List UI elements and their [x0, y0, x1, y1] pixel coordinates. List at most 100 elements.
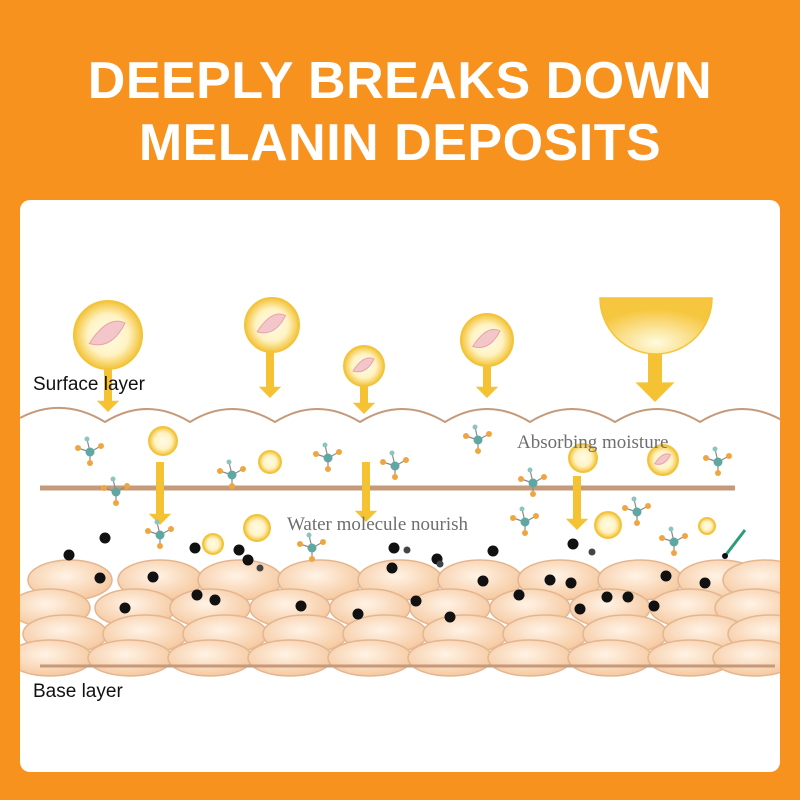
atom	[527, 467, 533, 473]
melanin-particle	[388, 542, 400, 554]
probe-line	[723, 529, 747, 557]
capsule-inner	[352, 357, 375, 373]
capsule-ring	[698, 517, 716, 535]
atom	[75, 445, 81, 451]
vitamin-capsule	[698, 517, 716, 535]
atom-center	[473, 435, 483, 445]
vitamin-capsule	[460, 313, 514, 367]
skin-cell	[167, 639, 253, 677]
down-arrow	[148, 462, 172, 525]
arrow-shaft	[156, 462, 164, 516]
vitamin-capsule	[148, 426, 178, 456]
atom	[124, 483, 130, 489]
melanin-particle	[410, 595, 422, 607]
melanin-particle	[574, 603, 586, 615]
atom	[389, 450, 395, 456]
melanin-fragment	[403, 546, 411, 554]
atom	[668, 526, 674, 532]
water-molecule	[463, 424, 492, 454]
down-arrow	[354, 462, 378, 522]
atom	[403, 457, 409, 463]
atom-center	[632, 507, 642, 517]
base-layer-label: Base layer	[33, 681, 123, 702]
atom	[645, 503, 651, 509]
arrow-head	[635, 382, 675, 402]
atom	[154, 519, 160, 525]
atom	[726, 453, 732, 459]
water-molecule	[297, 532, 326, 562]
headline: DEEPLY BREAKS DOWN MELANIN DEPOSITS	[0, 50, 800, 174]
atom	[320, 539, 326, 545]
atom	[486, 431, 492, 437]
melanin-particle	[699, 577, 711, 589]
melanin-particle	[233, 544, 245, 556]
atom	[472, 424, 478, 430]
water-molecule	[217, 459, 246, 489]
vitamin-capsule	[73, 300, 143, 370]
atom	[631, 496, 637, 502]
down-arrow	[475, 365, 499, 398]
water-molecule	[622, 496, 651, 526]
atom-center	[111, 487, 121, 497]
skin-cell	[87, 639, 173, 677]
melanin-particle	[63, 549, 75, 561]
vitamin-capsule	[258, 450, 282, 474]
water-molecule	[145, 519, 174, 549]
atom	[530, 491, 536, 497]
water-molecule	[659, 526, 688, 556]
atom-center	[227, 470, 237, 480]
vitamin-capsule	[568, 443, 598, 473]
atom	[533, 513, 539, 519]
melanin-particle	[99, 532, 111, 544]
arrow-head	[354, 510, 378, 522]
water-molecule	[703, 446, 732, 476]
melanin-fragment	[256, 564, 264, 572]
atom	[622, 505, 628, 511]
atom	[297, 541, 303, 547]
atom-center	[528, 478, 538, 488]
capsule-inner	[256, 313, 287, 334]
atom	[309, 556, 315, 562]
water-molecule	[518, 467, 547, 497]
atom	[240, 466, 246, 472]
surface-layer-label: Surface layer	[33, 374, 145, 395]
arrow-shaft	[360, 385, 368, 405]
atom	[145, 528, 151, 534]
melanin-particle	[477, 575, 489, 587]
atom	[541, 474, 547, 480]
melanin-fragment	[588, 548, 596, 556]
vitamin-capsule	[647, 444, 679, 476]
arrow-head	[258, 386, 282, 398]
arrow-shaft	[104, 360, 112, 403]
atom	[113, 500, 119, 506]
capsule-ring	[243, 514, 271, 542]
atom	[306, 532, 312, 538]
atom	[671, 550, 677, 556]
atom	[110, 476, 116, 482]
atom	[475, 448, 481, 454]
atom	[659, 535, 665, 541]
vitamin-capsule	[343, 345, 385, 387]
arrow-head	[475, 386, 499, 398]
capsule-ring	[568, 443, 598, 473]
down-arrow	[258, 350, 282, 398]
water-molecule	[75, 436, 104, 466]
capsule-ring	[258, 450, 282, 474]
atom	[712, 446, 718, 452]
skin-cell	[487, 639, 573, 677]
water-molecule	[380, 450, 409, 480]
atom	[510, 515, 516, 521]
melanin-particle	[295, 600, 307, 612]
arrow-shaft	[573, 476, 581, 521]
capsule-inner	[88, 320, 126, 346]
melanin-particle	[513, 589, 525, 601]
capsule-inner	[653, 453, 672, 465]
atom	[98, 443, 104, 449]
melanin-particle	[119, 602, 131, 614]
atom	[226, 459, 232, 465]
arrow-shaft	[483, 365, 491, 389]
arrow-head	[352, 402, 376, 414]
capsule-ring	[202, 533, 224, 555]
atom	[325, 466, 331, 472]
arrow-shaft	[266, 350, 274, 389]
